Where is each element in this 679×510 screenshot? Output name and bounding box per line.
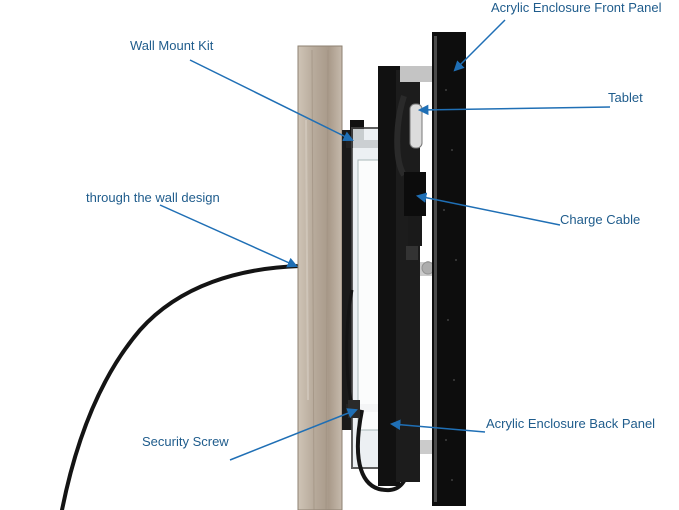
label-tablet: Tablet — [608, 90, 643, 105]
label-security-screw: Security Screw — [142, 434, 229, 449]
callout-wall-mount — [189, 59, 354, 141]
power-cable — [60, 264, 302, 510]
callout-tablet — [417, 104, 611, 116]
tablet-body — [378, 66, 440, 486]
callout-security-screw — [229, 408, 358, 461]
wall-board — [297, 45, 343, 510]
acrylic-front-panel — [432, 32, 466, 506]
label-front-panel: Acrylic Enclosure Front Panel — [491, 0, 662, 15]
label-through-wall: through the wall design — [86, 190, 220, 205]
callout-charge-cable — [415, 192, 561, 226]
label-charge-cable: Charge Cable — [560, 212, 641, 227]
charge-cable-connector — [404, 172, 426, 260]
label-back-panel: Acrylic Enclosure Back Panel — [486, 416, 656, 431]
callout-front-panel — [453, 19, 506, 72]
callout-lines — [159, 19, 611, 461]
label-wall-mount: Wall Mount Kit — [130, 38, 214, 53]
callout-through-wall — [159, 204, 298, 268]
callout-back-panel — [389, 419, 486, 433]
